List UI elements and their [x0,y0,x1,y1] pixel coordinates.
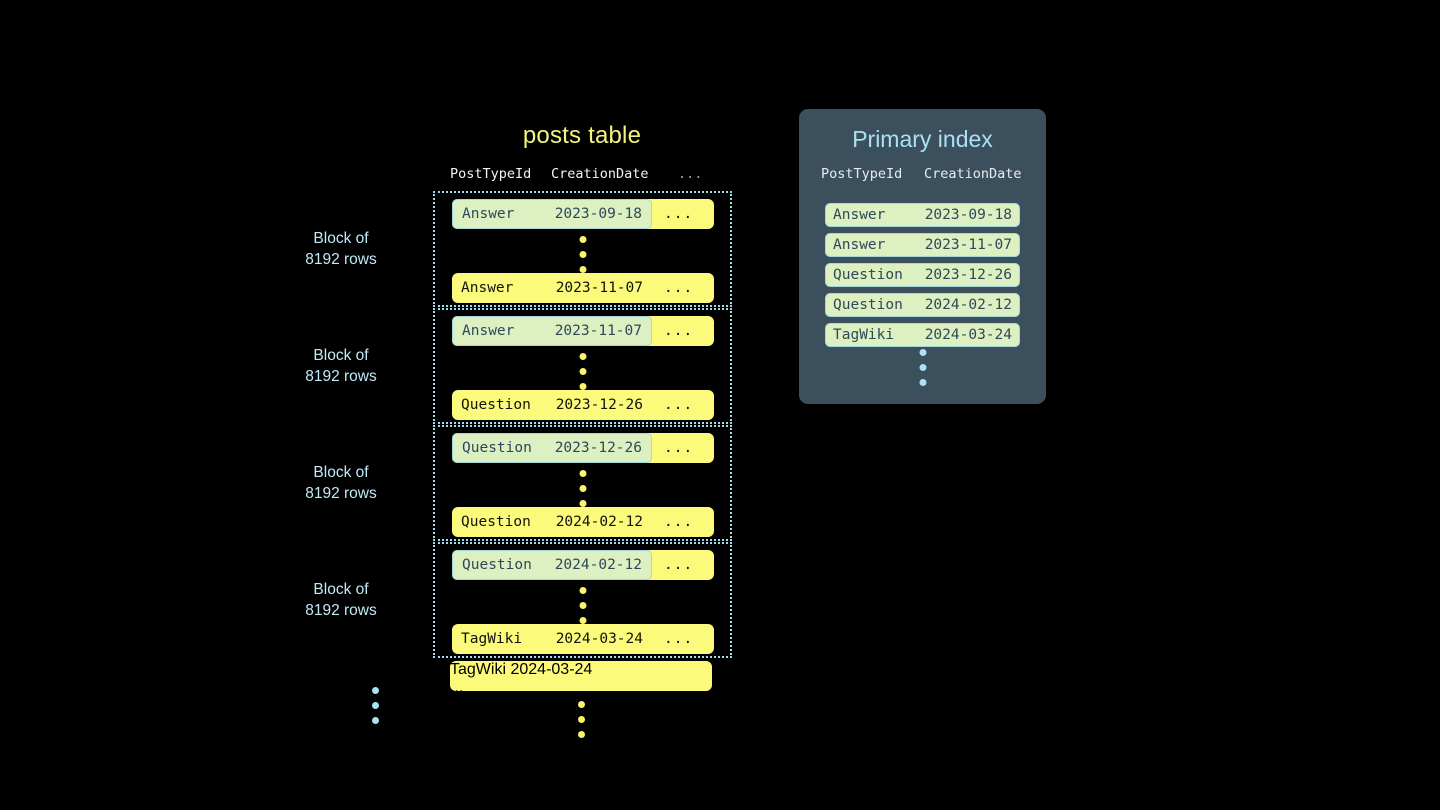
index-row: Question 2023-12-26 [825,263,1020,287]
block-label: Block of 8192 rows [305,230,377,268]
cell-creationdate: 2024-02-12 [555,514,643,530]
cell-creationdate: 2023-12-26 [924,267,1012,283]
cell-posttypeid: Question [833,267,903,283]
index-row: Answer 2023-09-18 [825,203,1020,227]
block-label: Block of 8192 rows [305,581,377,619]
index-row: Answer 2023-11-07 [825,233,1020,257]
cell-creationdate: 2024-02-12 [924,297,1012,313]
cell-ellipsis: ... [664,514,694,530]
cell-posttypeid: TagWiki [450,661,507,678]
primary-index-column-headers: PostTypeId CreationDate [799,166,1046,186]
cell-creationdate: 2023-11-07 [924,237,1012,253]
cell-posttypeid: Question [461,514,531,530]
cell-creationdate: 2024-02-12 [554,557,642,573]
cell-posttypeid: Answer [833,237,886,253]
block-group: Block of 8192 rows Answer 2023-11-07 ...… [305,308,732,424]
column-header-ellipsis: ... [678,166,703,182]
cell-posttypeid: Answer [833,207,886,223]
row-key: Question 2024-02-12 [452,507,652,537]
table-row: TagWiki 2024-03-24 ... [452,624,714,654]
table-row: Question 2023-12-26 ... [452,433,714,463]
block-group: Block of 8192 rows Answer 2023-09-18 ...… [305,191,732,307]
primary-index-rows: Answer 2023-09-18 Answer 2023-11-07 Ques… [825,203,1020,353]
block-label: Block of 8192 rows [305,347,377,385]
cell-posttypeid: Question [462,557,532,573]
block-group: Block of 8192 rows Question 2024-02-12 .… [305,542,732,658]
table-row: Question 2024-02-12 ... [452,507,714,537]
posts-table-blocks: Block of 8192 rows Answer 2023-09-18 ...… [305,191,732,659]
blocks-continue-ellipsis-icon [372,687,379,724]
row-ellipsis-icon [579,353,586,390]
primary-index-panel: Primary index PostTypeId CreationDate An… [799,109,1046,404]
cell-posttypeid: Answer [461,280,514,296]
cell-ellipsis: ... [664,397,694,413]
table-row: Answer 2023-11-07 ... [452,273,714,303]
cell-creationdate: 2023-11-07 [554,323,642,339]
posts-table-title: posts table [522,122,642,149]
cell-ellipsis: ... [664,557,694,573]
row-key-highlight: Answer 2023-11-07 [452,316,652,346]
index-row: Question 2024-02-12 [825,293,1020,317]
row-key: Question 2023-12-26 [452,390,652,420]
table-row: Question 2023-12-26 ... [452,390,714,420]
cell-ellipsis: ... [664,323,694,339]
column-header-creationdate: CreationDate [924,166,1022,182]
cell-creationdate: 2024-03-24 [924,327,1012,343]
table-row: Answer 2023-09-18 ... [452,199,714,229]
column-header-posttypeid: PostTypeId [450,166,532,182]
cell-creationdate: 2023-12-26 [554,440,642,456]
column-header-posttypeid: PostTypeId [821,166,903,182]
cell-posttypeid: Question [461,397,531,413]
cell-ellipsis: ... [450,679,464,696]
posts-table-column-headers: PostTypeId CreationDate ... [433,166,733,186]
table-row: Answer 2023-11-07 ... [452,316,714,346]
cell-creationdate: 2024-03-24 [555,631,643,647]
primary-index-title: Primary index [852,126,993,152]
cell-ellipsis: ... [664,280,694,296]
cell-posttypeid: TagWiki [461,631,523,647]
block-label: Block of 8192 rows [305,464,377,502]
block-group: Block of 8192 rows Question 2023-12-26 .… [305,425,732,541]
cell-posttypeid: TagWiki [833,327,895,343]
row-ellipsis-icon [579,587,586,624]
column-header-creationdate: CreationDate [551,166,649,182]
cell-ellipsis: ... [664,206,694,222]
cell-posttypeid: Answer [462,323,515,339]
cell-creationdate: 2023-09-18 [554,206,642,222]
row-ellipsis-icon [579,470,586,507]
cell-creationdate: 2023-09-18 [924,207,1012,223]
row-ellipsis-icon [579,236,586,273]
row-key-highlight: Question 2024-02-12 [452,550,652,580]
cell-creationdate: 2023-11-07 [555,280,643,296]
index-continues-ellipsis-icon [919,349,926,386]
table-row: Question 2024-02-12 ... [452,550,714,580]
cell-ellipsis: ... [664,440,694,456]
row-key: TagWiki 2024-03-24 [452,624,652,654]
cell-posttypeid: Question [462,440,532,456]
cell-creationdate: 2023-12-26 [555,397,643,413]
cell-ellipsis: ... [664,631,694,647]
row-key-highlight: TagWiki 2024-03-24 [450,661,712,679]
table-continues-ellipsis-icon [578,701,585,738]
index-row: TagWiki 2024-03-24 [825,323,1020,347]
table-row: TagWiki 2024-03-24 ... [450,661,712,696]
row-key-highlight: Question 2023-12-26 [452,433,652,463]
cell-creationdate: 2024-03-24 [510,661,593,678]
row-key-highlight: Answer 2023-09-18 [452,199,652,229]
cell-posttypeid: Question [833,297,903,313]
cell-posttypeid: Answer [462,206,515,222]
row-key: Answer 2023-11-07 [452,273,652,303]
